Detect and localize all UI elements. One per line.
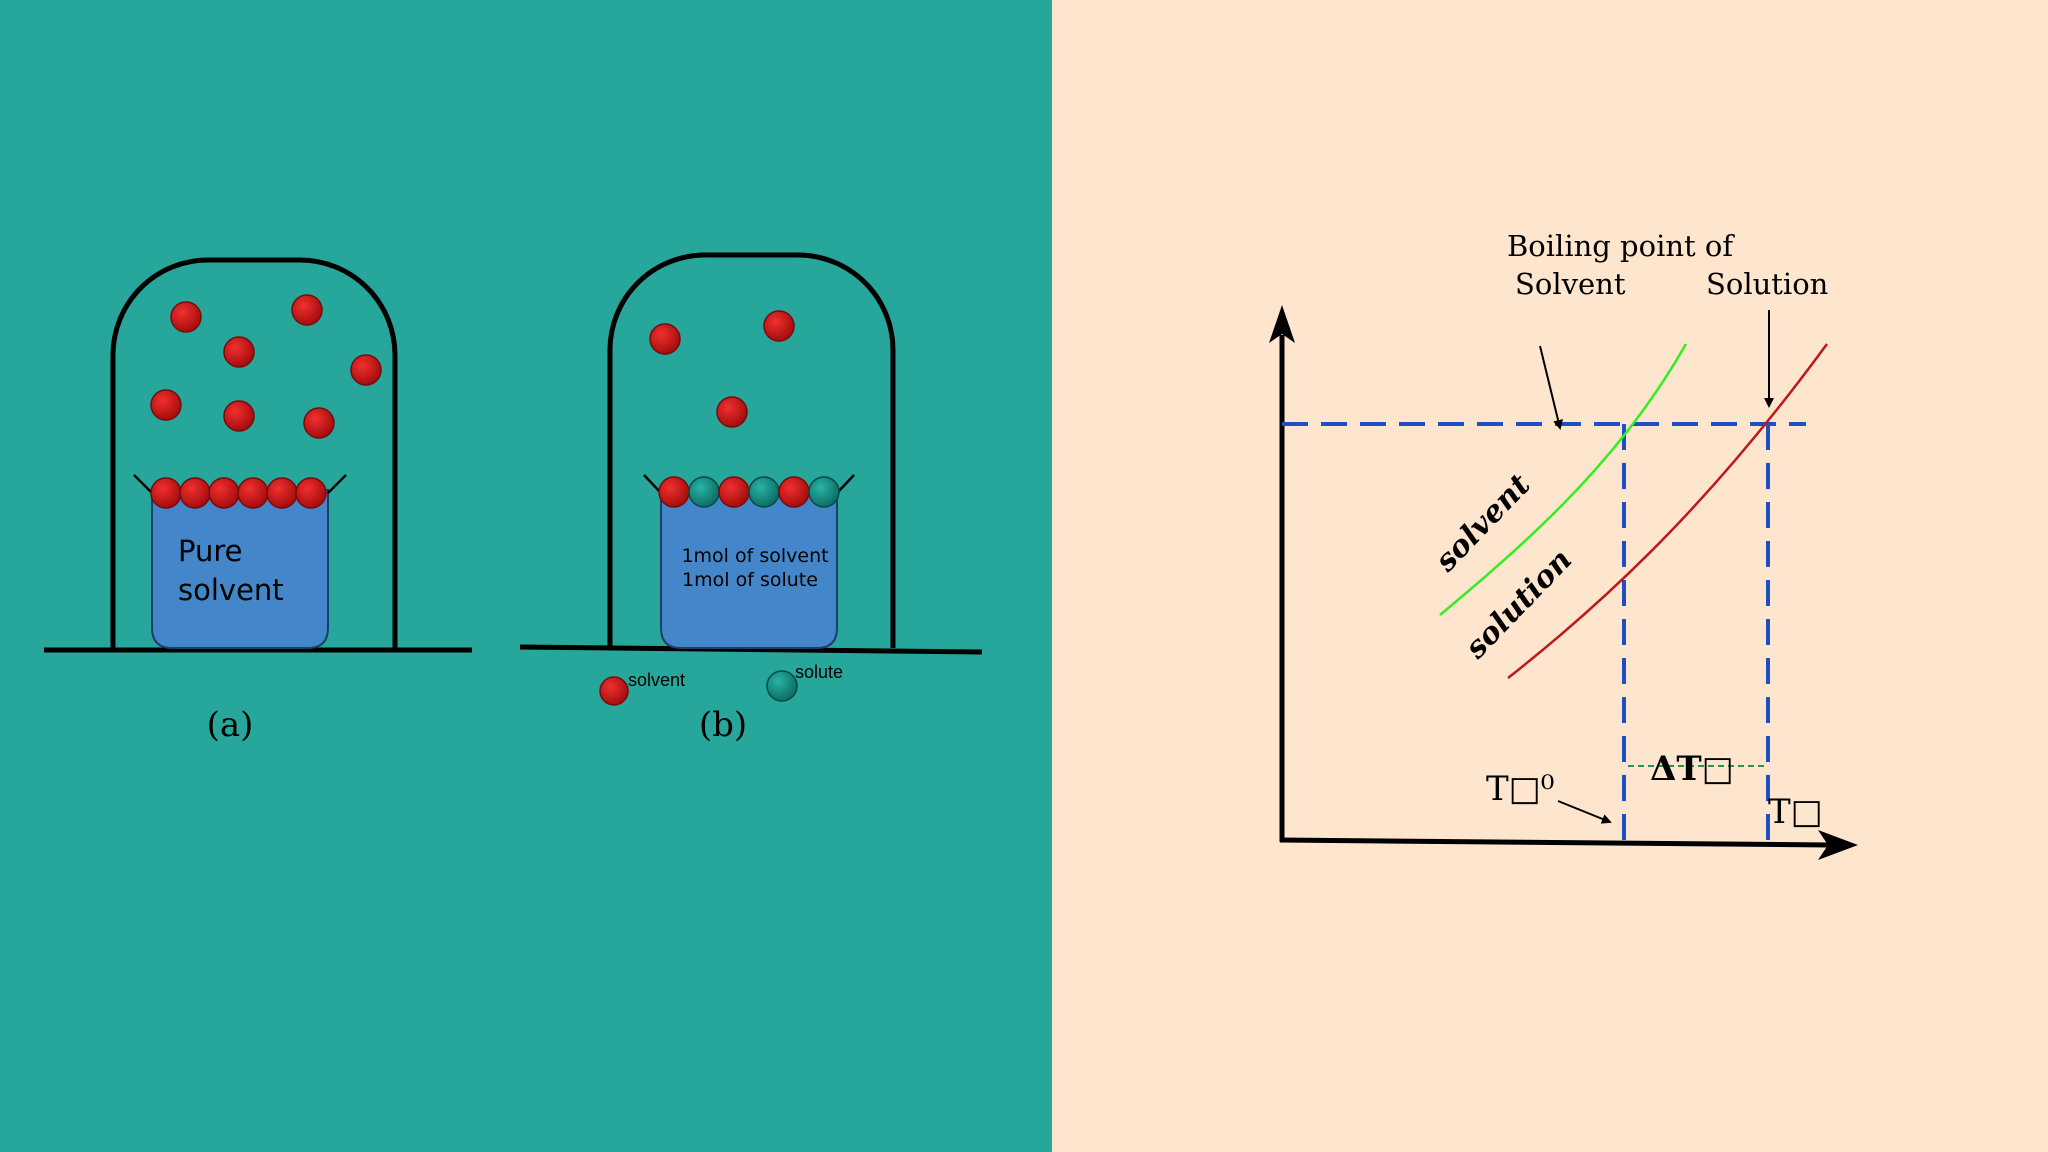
- ground-line-b: [519, 644, 983, 655]
- panel-b-illustration: 1mol of solvent 1mol of solute (b) solve…: [519, 252, 983, 745]
- boiling-point-graph-panel: [1052, 0, 2048, 1152]
- tb0-pointer-arrow: [1557, 800, 1612, 824]
- beaker-b-label-line1: 1mol of solvent: [681, 545, 828, 567]
- beaker-b-lip-left: [643, 474, 662, 494]
- bell-jar-b: [607, 252, 896, 648]
- caption-a: (a): [207, 705, 254, 745]
- legend-solute-label: solute: [795, 662, 843, 682]
- solution-curve-label: solution: [1458, 543, 1579, 667]
- legend-solvent-swatch: [599, 676, 629, 706]
- vapour-particles-a: [150, 294, 382, 439]
- header-boiling-point-of: Boiling point of: [1507, 229, 1735, 263]
- header-solvent: Solvent: [1515, 267, 1626, 301]
- delta-tb-label: ΔT□: [1650, 749, 1734, 789]
- beaker-a-label-line1: Pure: [178, 534, 243, 568]
- beaker-a-lip-left: [133, 474, 153, 494]
- tb0-label: T□⁰: [1486, 769, 1554, 809]
- boiling-point-graph: solvent solution Boiling point of Solven…: [1269, 229, 1858, 860]
- beaker-a-label-line2: solvent: [178, 573, 284, 607]
- legend-solvent-label: solvent: [628, 670, 685, 690]
- bell-jar-a: [110, 257, 398, 650]
- surface-particles-b: [658, 476, 840, 508]
- x-axis-arrowhead: [1818, 830, 1858, 860]
- beaker-b: [660, 489, 838, 649]
- header-solution: Solution: [1706, 267, 1828, 301]
- surface-particles-a: [150, 477, 327, 509]
- caption-b: (b): [699, 705, 747, 745]
- x-axis: [1279, 837, 1831, 848]
- legend-solvent: solvent: [599, 670, 685, 706]
- tb-label: T□: [1768, 792, 1823, 832]
- legend-solute: solute: [766, 662, 843, 702]
- beaker-a: [151, 489, 329, 649]
- beaker-a-lip-right: [327, 474, 347, 494]
- panel-a-illustration: Pure solvent (a): [44, 257, 472, 745]
- solvent-pointer-arrow: [1539, 345, 1563, 430]
- beaker-b-lip-right: [836, 474, 855, 494]
- solvent-curve: [1439, 343, 1688, 616]
- beaker-b-label-line2: 1mol of solute: [682, 569, 818, 591]
- y-axis-arrowhead: [1269, 305, 1295, 343]
- solution-curve: [1507, 343, 1829, 679]
- legend-solute-swatch: [766, 670, 798, 702]
- solvent-curve-label: solvent: [1428, 467, 1538, 579]
- vapour-particles-b: [649, 310, 795, 428]
